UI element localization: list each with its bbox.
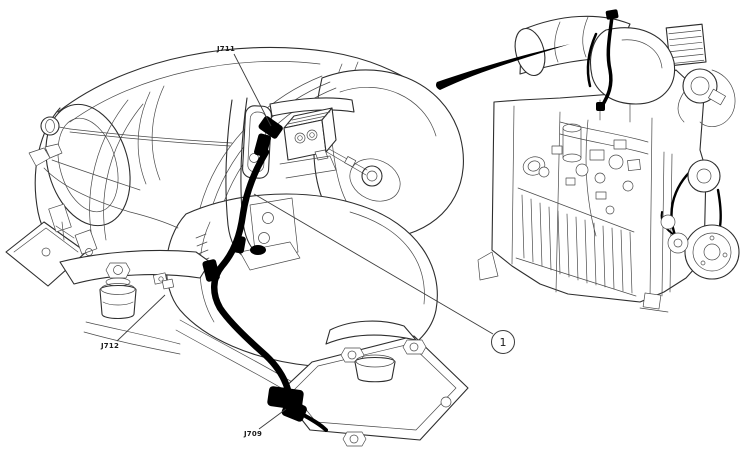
leader-line-j712 (116, 294, 166, 342)
engine-aftertreatment (514, 15, 676, 123)
wiring-harness-highlight (202, 116, 328, 432)
connector-label-j709: J709 (243, 430, 262, 438)
sensor-tubes (28, 116, 368, 229)
connector-label-j711: J711 (216, 45, 235, 53)
callout-number: 1 (500, 336, 507, 349)
block-ribs (515, 187, 637, 297)
j709-connector (267, 386, 328, 432)
leader-line-j709 (258, 408, 287, 430)
engine-harness-highlight (586, 9, 619, 111)
callout-balloon[interactable] (491, 330, 515, 354)
aftertreatment-detail-view (5, 46, 469, 447)
front-strap-bracket (225, 97, 301, 271)
j711-connector (258, 116, 283, 139)
egr-cooler (665, 23, 707, 67)
callout-leader-line (253, 193, 494, 335)
left-mount (5, 203, 211, 355)
j712-connector (152, 272, 175, 290)
engine-components (538, 139, 641, 215)
turbocharger (677, 68, 736, 128)
belt-drive (660, 159, 740, 280)
item-callout-1[interactable]: 1 (253, 193, 515, 354)
engine-block (477, 69, 707, 313)
engine-overview (477, 9, 740, 313)
location-arrow (436, 44, 570, 90)
leader-line-j711 (233, 53, 272, 127)
connector-label-j712: J712 (100, 342, 119, 350)
